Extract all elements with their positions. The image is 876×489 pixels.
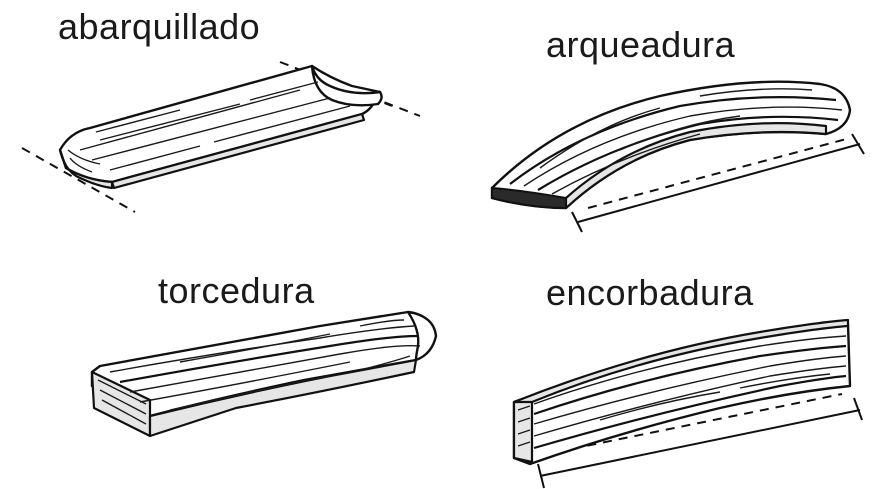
reference-tick: [854, 398, 862, 420]
cupped-board-drawing: [22, 62, 420, 212]
reference-tick: [852, 134, 864, 154]
twisted-board-drawing: [92, 312, 436, 436]
bowed-board-drawing: [492, 82, 864, 232]
crooked-board-drawing: [514, 320, 862, 488]
